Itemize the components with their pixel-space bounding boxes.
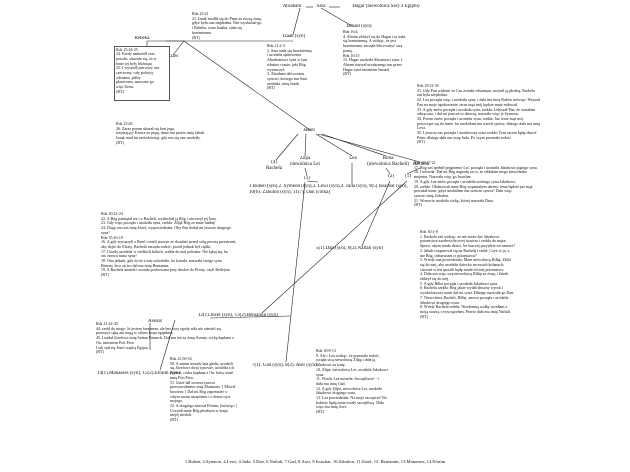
person-ezaw: Ezaw <box>167 54 179 59</box>
connector-line <box>361 180 391 247</box>
person-asenat: Asenat <box>148 319 162 324</box>
marker-2: (2) <box>388 174 394 179</box>
connector-line <box>385 167 391 175</box>
zilpa-sons: 7(1). Gad (syn), 8(2). Aser (syn) <box>252 363 317 368</box>
person-rachela-marker: (4) Rachela <box>265 160 283 171</box>
connector-line <box>304 133 307 157</box>
note-rdz-41-44-45: Rdz 41:44-45 44. rzekł do niego: Ja jest… <box>96 322 234 355</box>
note-rdz-29-31-35: Rdz 29:31-35 31. Gdy Pan widział, że Lea… <box>417 84 541 145</box>
connector-line <box>292 7 301 36</box>
note-rdz-16-4: Rdz 16:4 4. Abram zbliżył się do Hagar i… <box>343 30 406 76</box>
connector-line <box>261 180 408 314</box>
connector-line <box>306 180 319 183</box>
note-rdz-25-21: Rdz 25:21 21. Izaak modlił się do Pana z… <box>192 12 263 40</box>
note-rdz-21-2-3: Rdz 21:2-3 2. Sara stała się brzemienną … <box>267 44 312 90</box>
connector-line <box>406 167 421 175</box>
connector-line <box>285 181 306 363</box>
person-sara: Sara <box>316 4 326 9</box>
person-izmael: Izmael (syn) <box>346 24 372 29</box>
note-rdz-25-24-25: Rdz 25:24-25 24. Kiedy nadszedł czas por… <box>114 46 170 101</box>
person-izaak: Izaak (syn) <box>282 34 306 39</box>
lea-sons-row-1: 1.Ruben (syn),2. Symeon (syn),3. Lewi (s… <box>249 184 408 189</box>
connector-line <box>172 40 185 56</box>
connector-line <box>320 7 353 27</box>
footer-sons-list: 1.Ruben, 2.Symeon, 4.Lewi, 4.Juda, 5.Dan… <box>184 459 446 464</box>
connector-line <box>315 133 353 157</box>
marker-1: (1) <box>405 174 411 179</box>
person-jakub: Jakub <box>303 128 315 133</box>
person-rebeka: Rebeka <box>134 36 150 41</box>
note-rdz-30-17-21: Rdz 30:17-21 17. Bóg zaś spełnił pragnie… <box>414 161 538 208</box>
connector-line <box>159 319 176 371</box>
connector-line <box>209 315 291 319</box>
person-hagar: Hagar (niewolnica Sary z Egiptu) <box>352 4 420 9</box>
person-bilha: Bilha (niewolnica Racheli) <box>367 156 409 167</box>
person-lea: Lea <box>349 156 357 161</box>
person-rachela: Rachela <box>412 162 430 167</box>
person-abraham: Abraham <box>282 4 302 9</box>
connector-line <box>275 133 299 161</box>
bilha-sons: 5(1).Dan (syn), 6(2).Naftali (syn) <box>316 246 383 251</box>
connector-line <box>183 40 311 131</box>
note-rdz-30-22-24: Rdz 30:22-24 22. A Bóg pamiętał też i o … <box>101 212 237 278</box>
lea-sons-row-2: 10(6). Zabulon (syn), 11(7). Dan (córka) <box>249 190 331 195</box>
person-zilpa: Zilpa niewolnica Lei <box>290 156 320 167</box>
connector-line <box>321 133 387 157</box>
note-rdz-30-1-8: Rdz 30:1-8 1. Rachela zaś widząc, że nie… <box>420 230 515 319</box>
jozef-sons: 14(1).Manasses (syn), 15(2).Efraim (syn) <box>97 371 181 376</box>
note-rdz-25-26: Rdz 25:26 26. Zaraz potem ukazał się bra… <box>116 122 206 145</box>
rachela-sons: 12(1).Józef (syn), 13(2).Beniamin (syn) <box>198 313 278 318</box>
connector-line <box>317 133 421 163</box>
note-rdz-30-9-13: Rdz 30:9-13 9. Ale i Lea widząc, że prze… <box>316 349 388 415</box>
connector-line <box>304 167 308 177</box>
note-rdz-41-50-52: Rdz 41:50-52 50. A zanim nastały lata gł… <box>170 357 237 423</box>
marker-3: (3) <box>304 176 310 181</box>
